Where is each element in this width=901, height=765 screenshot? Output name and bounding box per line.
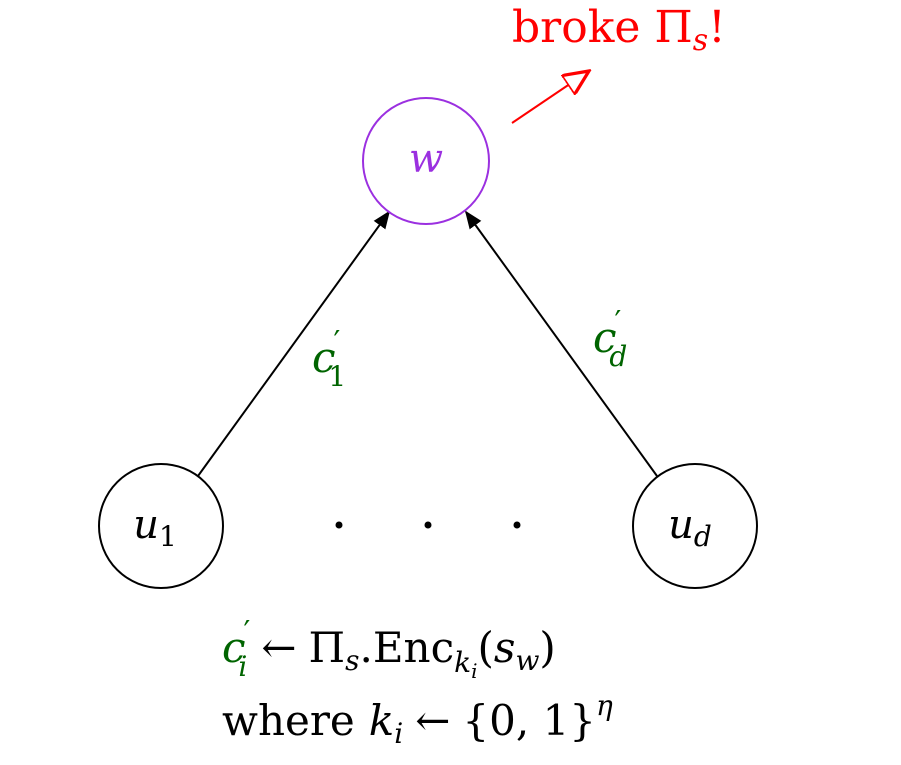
node-w-label: w bbox=[409, 136, 443, 182]
edge-ud-to-w bbox=[464, 210, 658, 477]
annotation-text: broke Πs! bbox=[512, 2, 726, 58]
node-ud bbox=[632, 463, 758, 589]
edge-u1-to-w bbox=[197, 210, 391, 477]
edge-label-left: c′1 bbox=[312, 325, 346, 393]
ellipsis-dots bbox=[335, 521, 521, 529]
node-u1-label: u1 bbox=[133, 502, 177, 553]
formula-line-1: c′i←Πs.Encki(sw) bbox=[222, 615, 556, 683]
node-ud-label: ud bbox=[668, 502, 712, 553]
annotation-arrow bbox=[511, 71, 589, 124]
edge-label-right: c′d bbox=[593, 305, 627, 373]
node-u1 bbox=[98, 463, 224, 589]
node-w bbox=[362, 97, 490, 225]
